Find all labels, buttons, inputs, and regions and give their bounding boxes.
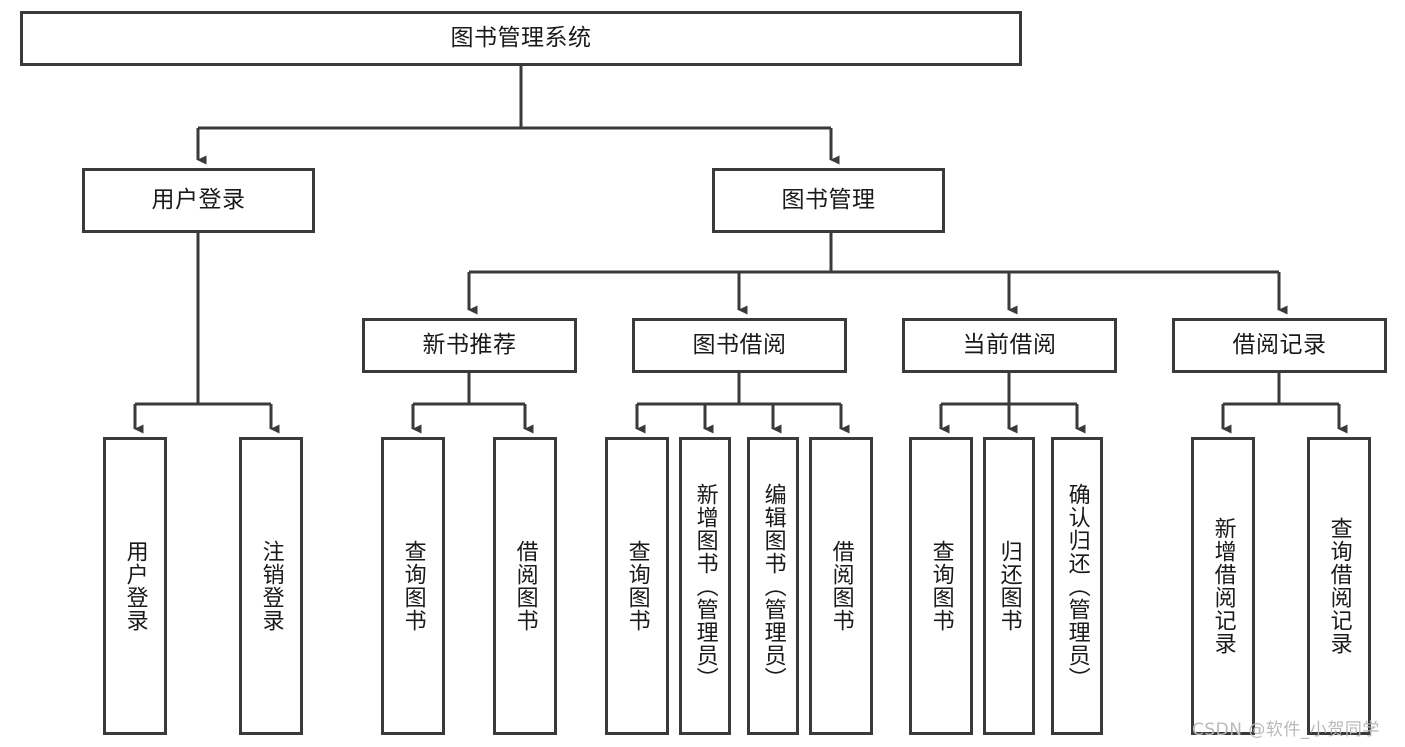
node-leaf-query-book-2-label: 查询图书: [624, 540, 650, 632]
node-leaf-logout-label: 注销登录: [258, 540, 284, 632]
node-current-borrow[interactable]: 当前借阅: [902, 318, 1117, 373]
node-leaf-query-book-3[interactable]: 查询图书: [909, 437, 973, 735]
node-leaf-logout[interactable]: 注销登录: [239, 437, 303, 735]
node-leaf-query-book-2[interactable]: 查询图书: [605, 437, 669, 735]
node-leaf-confirm-return-label: 确认归还（管理员）: [1064, 482, 1090, 690]
csdn-watermark: CSDN @软件_小贺同学: [1192, 720, 1380, 740]
node-leaf-return-book-label: 归还图书: [996, 540, 1022, 632]
node-leaf-query-book-1-label: 查询图书: [400, 540, 426, 632]
node-leaf-user-login[interactable]: 用户登录: [103, 437, 167, 735]
node-leaf-add-record-label: 新增借阅记录: [1210, 517, 1236, 655]
node-new-book-rec-label: 新书推荐: [422, 331, 517, 358]
node-borrow-record[interactable]: 借阅记录: [1172, 318, 1387, 373]
node-leaf-query-book-1[interactable]: 查询图书: [381, 437, 445, 735]
node-user-login[interactable]: 用户登录: [82, 168, 315, 233]
node-root-label: 图书管理系统: [450, 24, 592, 51]
node-root[interactable]: 图书管理系统: [20, 11, 1022, 66]
node-current-borrow-label: 当前借阅: [962, 331, 1057, 358]
node-leaf-edit-book[interactable]: 编辑图书（管理员）: [747, 437, 799, 735]
node-leaf-return-book[interactable]: 归还图书: [983, 437, 1035, 735]
node-book-borrow[interactable]: 图书借阅: [632, 318, 847, 373]
node-leaf-borrow-book-1-label: 借阅图书: [512, 540, 538, 632]
node-leaf-query-record[interactable]: 查询借阅记录: [1307, 437, 1371, 735]
node-leaf-query-book-3-label: 查询图书: [928, 540, 954, 632]
node-borrow-record-label: 借阅记录: [1232, 331, 1327, 358]
node-book-manage-label: 图书管理: [781, 186, 876, 213]
node-leaf-add-record[interactable]: 新增借阅记录: [1191, 437, 1255, 735]
node-leaf-borrow-book-2[interactable]: 借阅图书: [809, 437, 873, 735]
node-leaf-query-record-label: 查询借阅记录: [1326, 517, 1352, 655]
node-book-borrow-label: 图书借阅: [692, 331, 787, 358]
node-user-login-label: 用户登录: [151, 186, 246, 213]
node-leaf-add-book[interactable]: 新增图书（管理员）: [679, 437, 731, 735]
node-leaf-borrow-book-2-label: 借阅图书: [828, 540, 854, 632]
node-new-book-rec[interactable]: 新书推荐: [362, 318, 577, 373]
node-leaf-user-login-label: 用户登录: [122, 540, 148, 632]
node-leaf-edit-book-label: 编辑图书（管理员）: [760, 482, 786, 690]
node-leaf-confirm-return[interactable]: 确认归还（管理员）: [1051, 437, 1103, 735]
node-book-manage[interactable]: 图书管理: [712, 168, 945, 233]
node-leaf-borrow-book-1[interactable]: 借阅图书: [493, 437, 557, 735]
node-leaf-add-book-label: 新增图书（管理员）: [692, 482, 718, 690]
